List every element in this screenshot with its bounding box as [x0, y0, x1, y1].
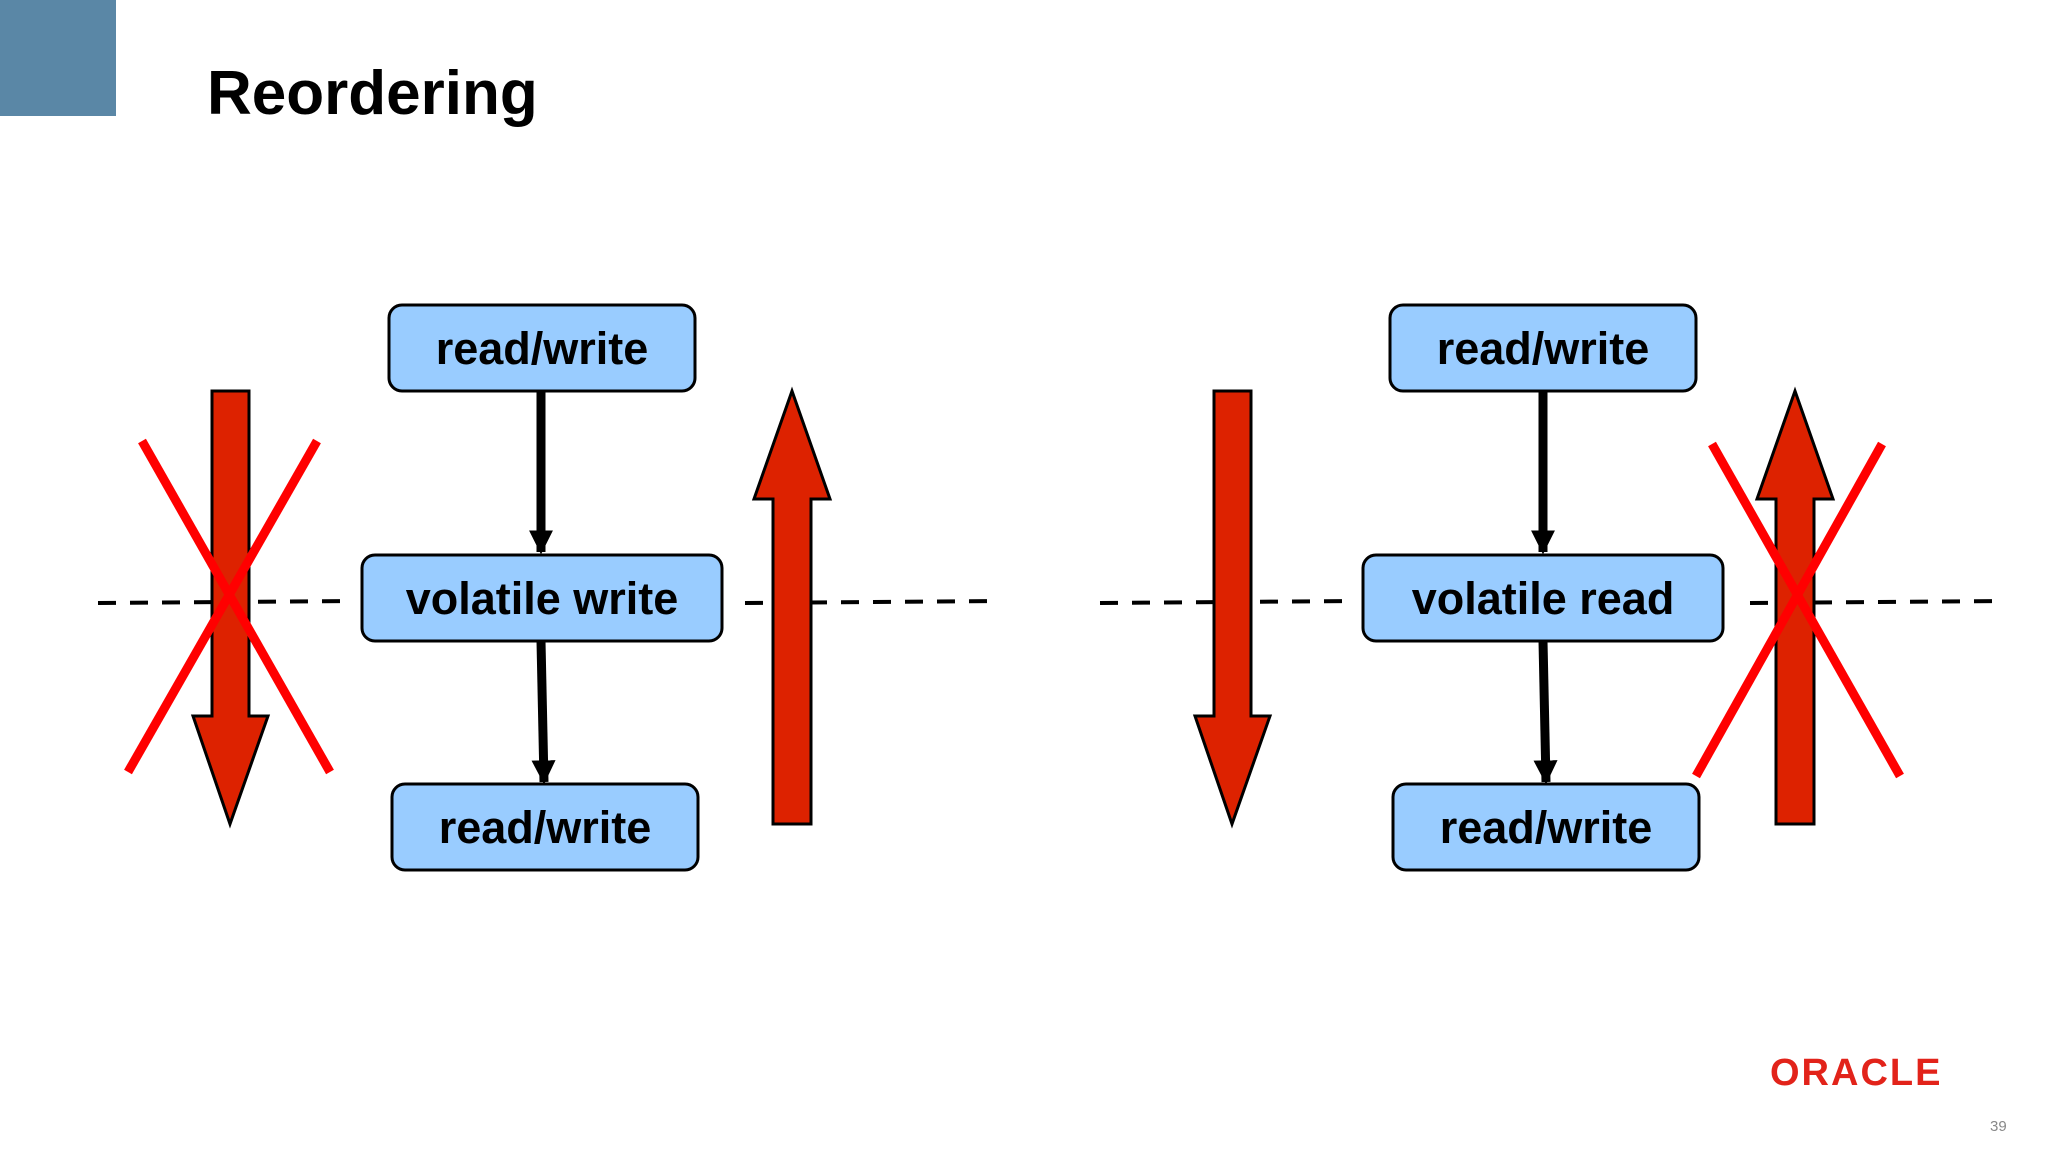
left-forbidden-cross-icon [124, 438, 334, 775]
right-barrier-line [1099, 599, 1353, 605]
right-middle-box: volatile read [1361, 553, 1725, 643]
left-middle-box-label: volatile write [406, 573, 679, 624]
left-bottom-box: read/write [390, 782, 700, 872]
left-bottom-box-label: read/write [439, 802, 652, 853]
left-top-box-label: read/write [436, 323, 649, 374]
left-flow-arrow-bottom [531, 640, 556, 785]
slide-title: Reordering [207, 59, 538, 128]
right-top-box: read/write [1388, 303, 1698, 393]
right-top-box-label: read/write [1437, 323, 1650, 374]
right-middle-box-label: volatile read [1412, 573, 1675, 624]
right-flow-arrow-bottom [1533, 640, 1558, 785]
left-down-reorder-arrow [190, 389, 271, 829]
right-bottom-box: read/write [1391, 782, 1701, 872]
right-forbidden-cross-icon [1692, 441, 1904, 779]
corner-accent-block [0, 0, 116, 116]
left-up-reorder-arrow [751, 386, 833, 826]
page-number: 39 [1990, 1118, 2007, 1135]
left-diagram: read/write volatile write read/write [97, 303, 1001, 872]
left-top-box: read/write [387, 303, 697, 393]
left-barrier-line [97, 599, 351, 605]
left-middle-box: volatile write [360, 553, 724, 643]
right-down-reorder-arrow [1192, 389, 1273, 829]
oracle-logo: ORACLE [1770, 1052, 1943, 1094]
right-diagram: read/write volatile read read/write [1099, 303, 2006, 872]
right-bottom-box-label: read/write [1440, 802, 1653, 853]
